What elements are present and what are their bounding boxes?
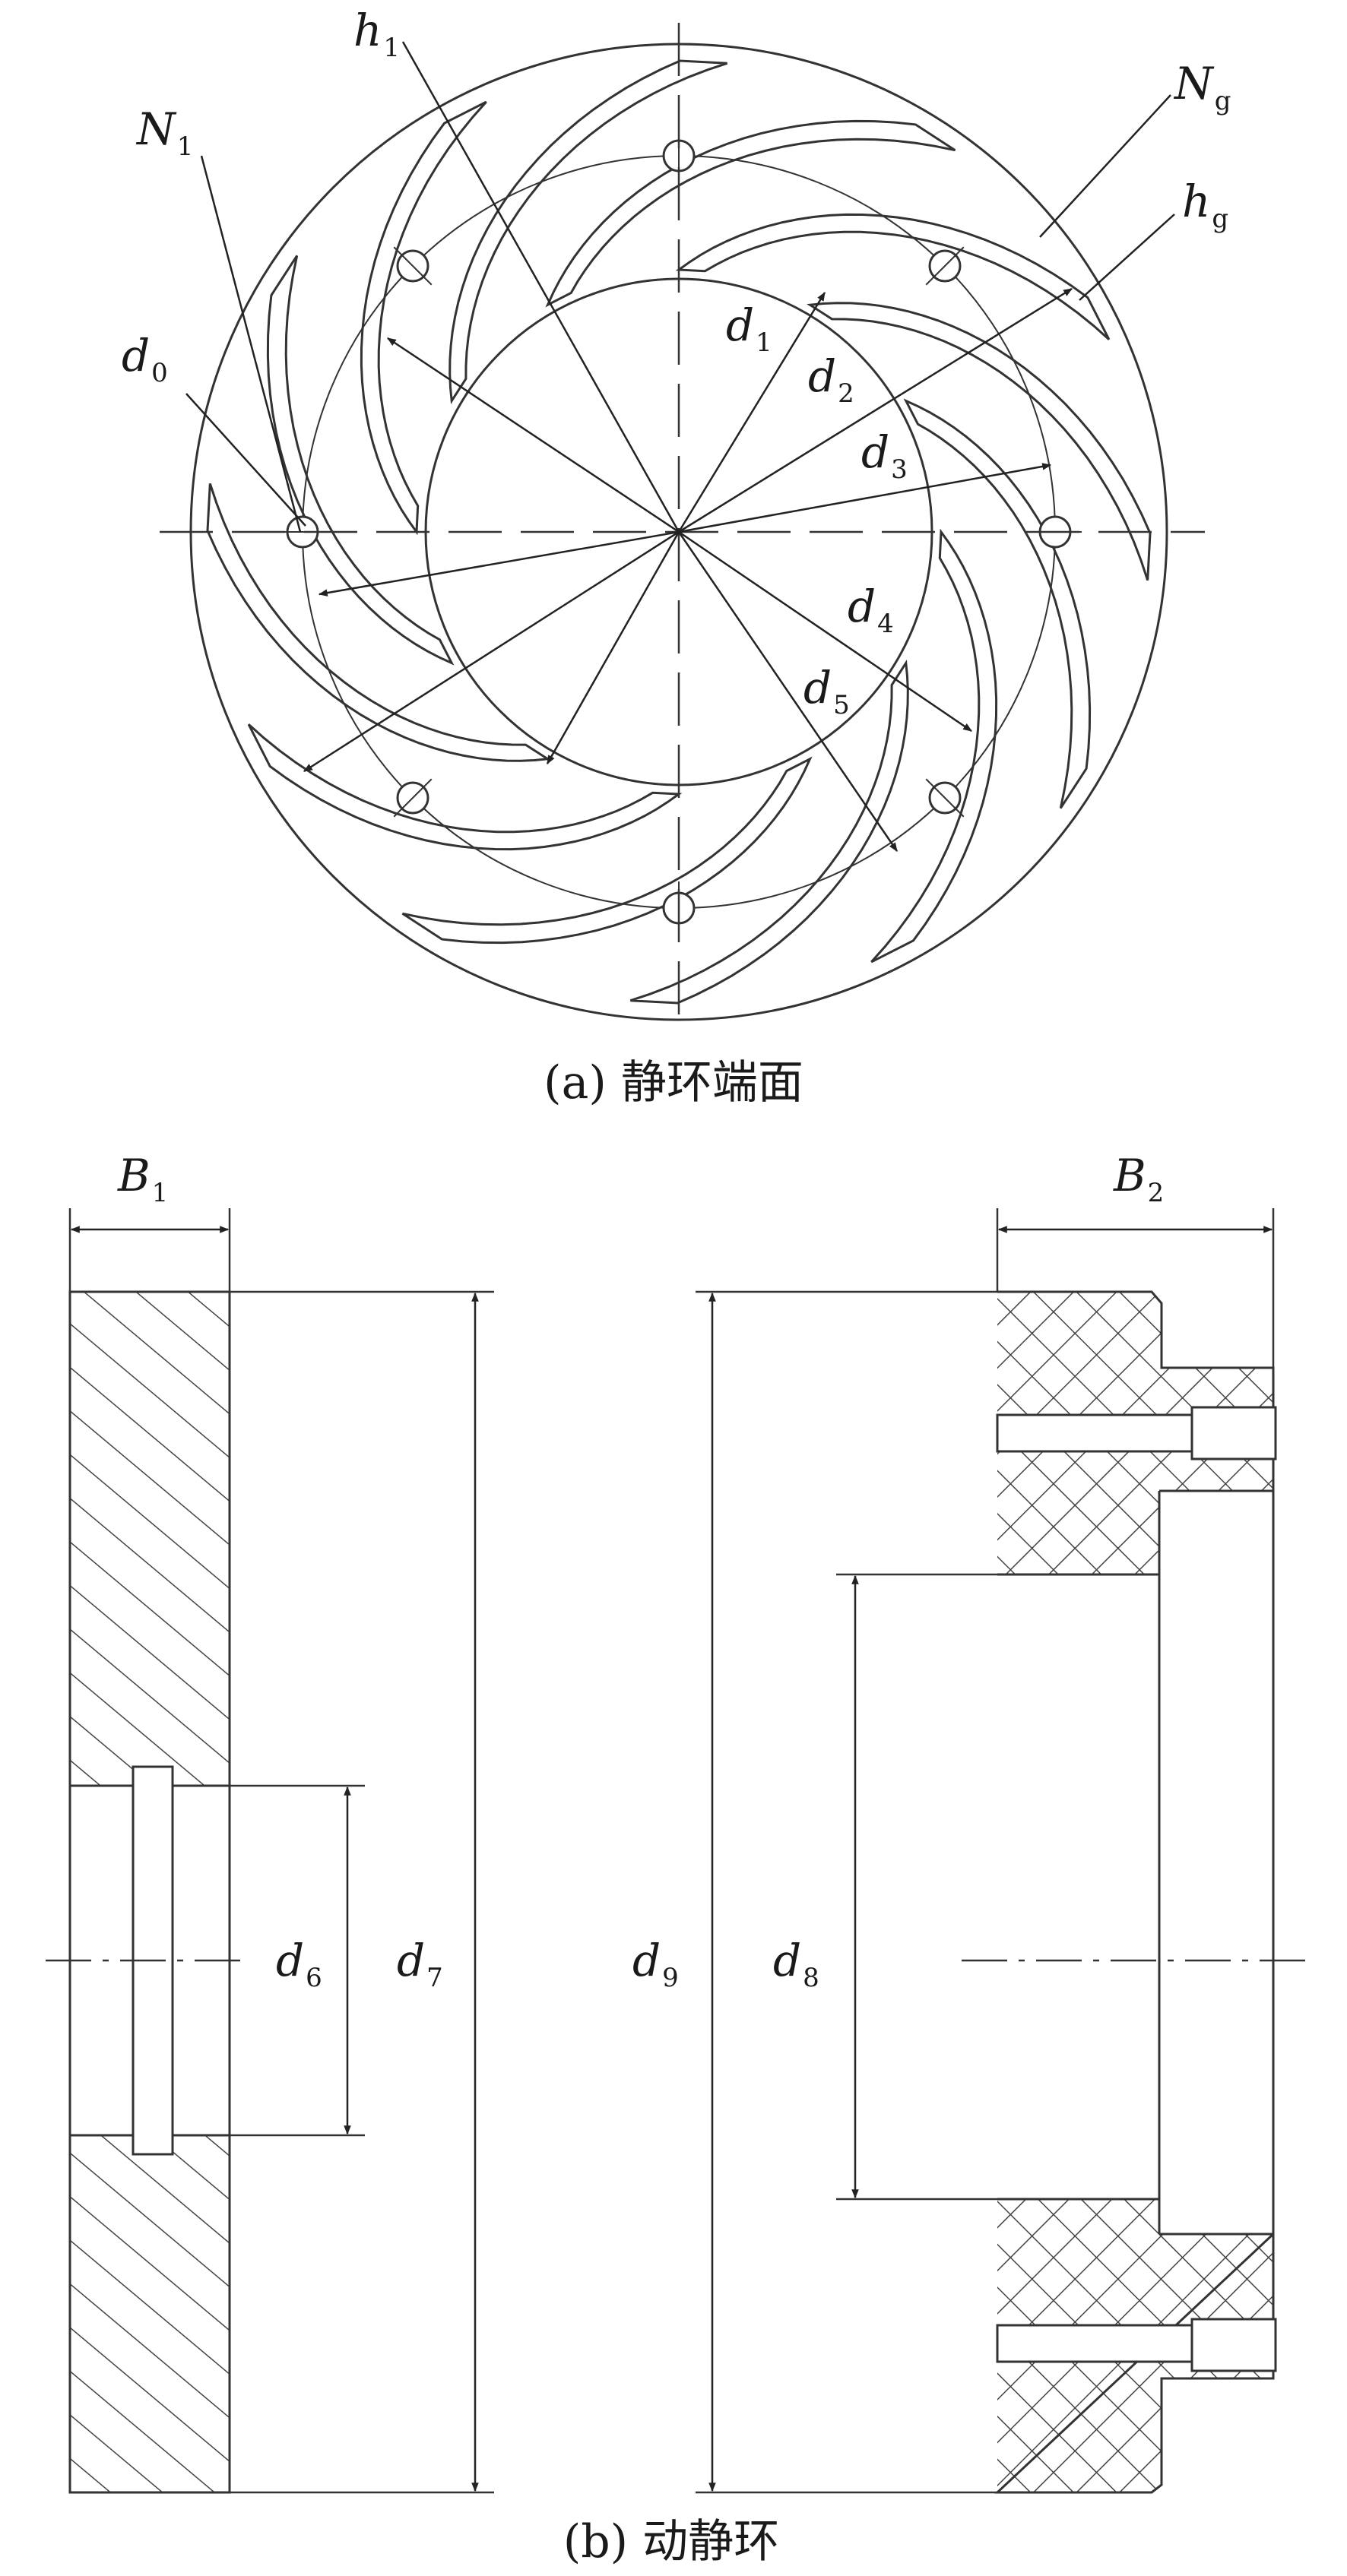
spiral-groove	[545, 119, 956, 308]
d3-dimension	[678, 463, 1052, 533]
spiral-groove	[247, 723, 683, 851]
hole-center-mark	[393, 246, 433, 286]
d2-dimension	[678, 287, 1073, 533]
d5-dimension	[677, 531, 899, 852]
svg-text:d6: d6	[276, 1935, 322, 1993]
label-B1: B1	[117, 1150, 168, 1208]
label-hg: hg	[1182, 176, 1228, 234]
label-d0: d0	[122, 330, 168, 388]
d3-dimension-opposite	[318, 530, 680, 597]
caption-a: (a) 静环端面	[544, 1056, 803, 1109]
label-d5: d5	[803, 662, 850, 720]
hole-center-mark	[393, 778, 433, 818]
label-d8: d8	[773, 1935, 819, 1993]
caption-b: (b) 动静环	[563, 2515, 779, 2568]
svg-text:Ng: Ng	[1173, 58, 1231, 116]
spiral-groove	[870, 528, 998, 964]
h1-leader	[401, 41, 680, 533]
Ng-leader	[1039, 94, 1171, 238]
spiral-groove	[807, 302, 1152, 581]
lower-pin	[1190, 2318, 1277, 2372]
svg-text:d8: d8	[773, 1935, 819, 1993]
dimension-arrows-b	[70, 1226, 1273, 2492]
svg-text:d7: d7	[397, 1935, 443, 1993]
svg-text:B1: B1	[117, 1150, 168, 1208]
label-B2: B2	[1113, 1150, 1164, 1208]
svg-text:N1: N1	[135, 103, 193, 162]
svg-text:d2: d2	[808, 350, 854, 409]
spiral-groove	[401, 756, 813, 945]
label-d7: d7	[397, 1935, 443, 1993]
d2-dimension-opposite	[303, 530, 680, 773]
svg-text:h1: h1	[353, 5, 400, 63]
d1-dimension-opposite	[546, 531, 680, 765]
hole-center-mark	[925, 778, 965, 818]
left-ring-section	[68, 1290, 231, 2494]
spiral-grooves	[206, 59, 1152, 1005]
label-d2: d2	[808, 350, 854, 409]
spiral-groove	[448, 59, 728, 404]
upper-pin-hole	[996, 1413, 1200, 1453]
hg-leader	[1079, 214, 1175, 301]
N1-leader	[200, 155, 302, 533]
diameter-dimension-lines	[303, 287, 1073, 852]
spiral-groove	[266, 255, 455, 666]
leader-lines	[185, 41, 1175, 533]
spiral-groove	[675, 213, 1111, 340]
spiral-groove	[903, 398, 1092, 809]
extension-lines	[68, 1208, 1275, 2494]
label-N1: N1	[135, 103, 193, 162]
hole-center-mark	[925, 246, 965, 286]
upper-pin	[1190, 1406, 1277, 1460]
svg-text:d1: d1	[726, 299, 772, 358]
spiral-groove	[360, 100, 487, 536]
svg-text:hg: hg	[1182, 176, 1228, 234]
label-d4: d4	[848, 581, 894, 639]
rotating-static-ring-section	[46, 1208, 1315, 2494]
svg-text:d3: d3	[861, 426, 908, 485]
label-h1: h1	[353, 5, 400, 63]
d4-dimension-opposite	[387, 337, 680, 533]
spiral-groove	[629, 660, 909, 1005]
svg-text:d9: d9	[632, 1935, 679, 1993]
svg-text:B2: B2	[1113, 1150, 1164, 1208]
label-Ng: Ng	[1173, 58, 1231, 116]
right-ring-section	[994, 1290, 1277, 2494]
d1-dimension	[677, 291, 826, 533]
spiral-groove	[206, 483, 551, 762]
label-d3: d3	[861, 426, 908, 485]
label-d9: d9	[632, 1935, 679, 1993]
static-ring-face-view	[160, 23, 1205, 1021]
svg-text:d4: d4	[848, 581, 894, 639]
svg-text:d5: d5	[803, 662, 850, 720]
lower-pin-hole	[996, 2324, 1200, 2363]
label-d6: d6	[276, 1935, 322, 1993]
label-d1: d1	[726, 299, 772, 358]
d0-leader	[185, 393, 306, 527]
svg-text:d0: d0	[122, 330, 168, 388]
pressure-holes	[276, 129, 1082, 935]
d4-dimension	[678, 530, 972, 733]
